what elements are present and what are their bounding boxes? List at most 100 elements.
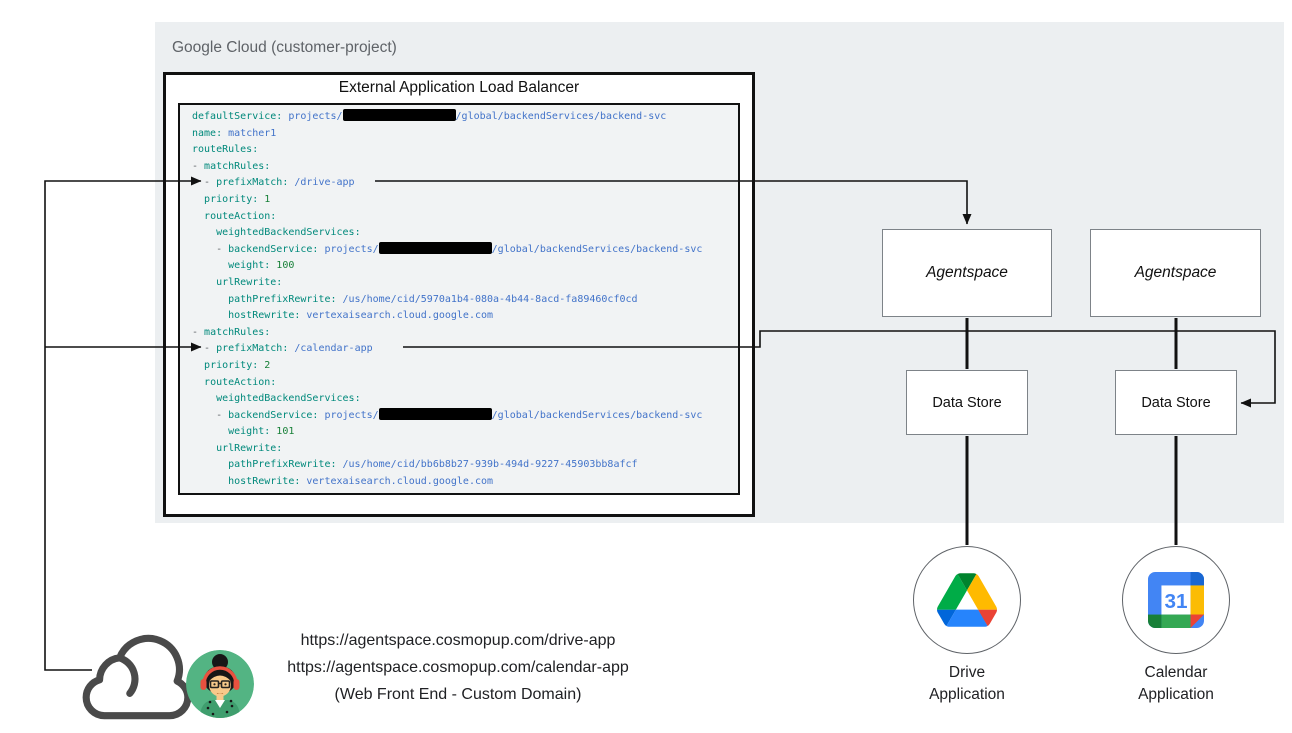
code-token: matcher1 bbox=[222, 127, 277, 139]
lb-config-code: defaultService: projects/ /global/backend… bbox=[178, 103, 740, 495]
calendar-day-number: 31 bbox=[1164, 590, 1187, 613]
drive-app-label: Drive Application bbox=[929, 664, 1005, 703]
google-calendar-icon: 31 bbox=[1148, 572, 1204, 628]
code-token bbox=[192, 459, 228, 470]
redacted-project-id bbox=[342, 109, 456, 121]
code-token: weight: bbox=[228, 260, 271, 272]
code-token bbox=[192, 227, 216, 238]
code-token: routeAction: bbox=[204, 376, 277, 388]
datastore-node-drive: Data Store bbox=[906, 370, 1028, 435]
frontend-caption: (Web Front End - Custom Domain) bbox=[334, 686, 582, 703]
code-token: weightedBackendServices: bbox=[216, 393, 361, 405]
code-token: 100 bbox=[270, 260, 295, 272]
code-token: defaultService: bbox=[192, 111, 283, 122]
calendar-app-label: Calendar Application bbox=[1138, 664, 1214, 703]
cloud-outline-icon bbox=[82, 634, 192, 720]
code-line: pathPrefixRewrite: /us/home/cid/5970a1b4… bbox=[192, 292, 738, 309]
redacted-project-id bbox=[378, 241, 492, 254]
code-token: 1 bbox=[258, 193, 271, 205]
code-token bbox=[192, 393, 216, 404]
code-line: - backendService: projects/ /global/backe… bbox=[192, 407, 738, 425]
code-token: hostRewrite: bbox=[228, 310, 301, 322]
code-token bbox=[192, 194, 204, 205]
code-token: name: bbox=[192, 127, 223, 139]
code-line: - prefixMatch: /drive-app bbox=[192, 175, 738, 192]
code-token: vertexaisearch.cloud.google.com bbox=[300, 476, 494, 488]
code-line: hostRewrite: vertexaisearch.cloud.google… bbox=[192, 474, 738, 491]
code-token bbox=[192, 211, 204, 222]
code-line: priority: 2 bbox=[192, 358, 738, 375]
code-line: weight: 101 bbox=[192, 424, 738, 441]
code-token: - bbox=[192, 177, 217, 189]
code-token bbox=[192, 294, 228, 305]
code-line: pathPrefixRewrite: /us/home/cid/bb6b8b27… bbox=[192, 457, 738, 474]
code-line: - matchRules: bbox=[192, 325, 738, 342]
code-line: routeAction: bbox=[192, 209, 738, 226]
code-token: - bbox=[192, 343, 217, 355]
agentspace-node-calendar: Agentspace bbox=[1090, 229, 1261, 317]
frontend-url-calendar: https://agentspace.cosmopup.com/calendar… bbox=[287, 659, 629, 676]
code-token bbox=[192, 360, 204, 371]
frontend-urls: https://agentspace.cosmopup.com/drive-ap… bbox=[258, 627, 658, 708]
code-line: defaultService: projects//global/backend… bbox=[192, 109, 738, 126]
datastore-node-label: Data Store bbox=[932, 394, 1002, 411]
google-cloud-panel-label: Google Cloud (customer-project) bbox=[172, 39, 397, 56]
code-token: prefixMatch: bbox=[216, 343, 289, 355]
code-line: urlRewrite: bbox=[192, 275, 738, 292]
code-line: routeRules: bbox=[192, 142, 738, 159]
agentspace-node-drive: Agentspace bbox=[882, 229, 1052, 317]
code-line: weightedBackendServices: bbox=[192, 225, 738, 242]
code-line: hostRewrite: vertexaisearch.cloud.google… bbox=[192, 308, 738, 325]
code-token: prefixMatch: bbox=[216, 177, 289, 189]
code-token bbox=[192, 260, 228, 271]
code-token: priority: bbox=[204, 359, 259, 371]
code-token: /us/home/cid/5970a1b4-080a-4b44-8acd-fa8… bbox=[336, 293, 638, 305]
frontend-url-drive: https://agentspace.cosmopup.com/drive-ap… bbox=[300, 632, 616, 649]
code-token: projects/ bbox=[318, 409, 379, 421]
code-line: name: matcher1 bbox=[192, 126, 738, 143]
code-line: - backendService: projects/ /global/backe… bbox=[192, 241, 738, 259]
code-token: routeAction: bbox=[204, 210, 277, 222]
datastore-node-calendar: Data Store bbox=[1115, 370, 1237, 435]
redacted-project-id bbox=[378, 407, 492, 420]
code-token bbox=[192, 476, 228, 487]
code-line: - prefixMatch: /calendar-app bbox=[192, 341, 738, 358]
code-token: 101 bbox=[270, 426, 295, 438]
code-token: /drive-app bbox=[288, 177, 355, 189]
code-token: /global/backendServices/backend-svc bbox=[491, 409, 703, 421]
code-token bbox=[192, 377, 204, 388]
code-token: /us/home/cid/bb6b8b27-939b-494d-9227-459… bbox=[336, 459, 638, 471]
code-token: /calendar-app bbox=[288, 343, 373, 355]
code-token: vertexaisearch.cloud.google.com bbox=[300, 310, 494, 322]
code-token: backendService: bbox=[228, 243, 319, 255]
code-token: - bbox=[192, 243, 229, 255]
google-drive-icon bbox=[937, 573, 997, 627]
code-line: routeAction: bbox=[192, 375, 738, 392]
code-token bbox=[192, 426, 228, 437]
code-token: projects/ bbox=[318, 243, 379, 255]
code-token bbox=[192, 277, 216, 288]
code-line: weight: 100 bbox=[192, 258, 738, 275]
agentspace-node-label: Agentspace bbox=[1134, 264, 1217, 281]
user-avatar bbox=[186, 650, 254, 718]
drive-app-circle bbox=[913, 546, 1021, 654]
code-token: backendService: bbox=[228, 409, 319, 421]
code-token: - bbox=[192, 409, 229, 421]
code-line: priority: 1 bbox=[192, 192, 738, 209]
code-token: /global/backendServices/backend-svc bbox=[491, 243, 703, 255]
code-token: routeRules: bbox=[192, 144, 259, 156]
code-token: urlRewrite: bbox=[216, 442, 283, 454]
code-line: weightedBackendServices: bbox=[192, 391, 738, 408]
code-token: hostRewrite: bbox=[228, 476, 301, 488]
code-token: pathPrefixRewrite: bbox=[228, 293, 337, 305]
calendar-app-circle: 31 bbox=[1122, 546, 1230, 654]
agentspace-node-label: Agentspace bbox=[926, 264, 1008, 281]
code-token: weightedBackendServices: bbox=[216, 227, 361, 239]
code-token: - bbox=[192, 160, 205, 172]
code-token: urlRewrite: bbox=[216, 276, 283, 288]
code-token: priority: bbox=[204, 193, 259, 205]
code-token: projects/ bbox=[282, 111, 343, 122]
code-line: - matchRules: bbox=[192, 159, 738, 176]
code-token bbox=[192, 310, 228, 321]
